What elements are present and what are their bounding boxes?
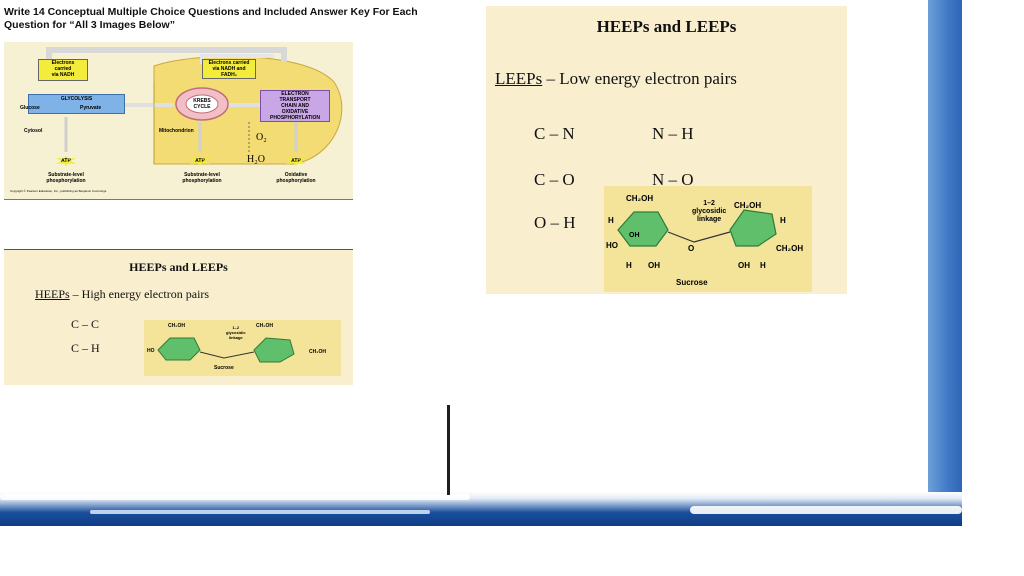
atp-burst: ATP	[286, 156, 306, 166]
desktop-glow	[690, 506, 962, 514]
sucrose-name: Sucrose	[676, 278, 708, 287]
diagram-drawing	[44, 47, 343, 165]
slide-title: HEEPs and LEEPs	[129, 260, 228, 274]
sucrose-name: Sucrose	[214, 365, 234, 371]
desktop-background-right	[928, 0, 962, 500]
ch2oh-label: CH₂OH	[626, 194, 654, 203]
h-label: H	[608, 216, 614, 225]
copyright-text: Copyright © Pearson Education, Inc., pub…	[10, 189, 108, 193]
bond-label: C – H	[71, 341, 100, 355]
ch2oh-label: CH₂OH	[734, 201, 762, 210]
desktop-glow	[0, 494, 470, 500]
ch2oh-label: CH₂OH	[776, 244, 804, 253]
question-prompt: Write 14 Conceptual Multiple Choice Ques…	[4, 6, 418, 31]
pyruvate-label: Pyruvate	[80, 105, 102, 111]
slide-subtitle: LEEPs – Low energy electron pairs	[495, 69, 737, 88]
leeps-slide: HEEPs and LEEPs LEEPs – Low energy elect…	[486, 6, 847, 294]
h-label: H	[626, 261, 632, 270]
ch2oh-label: CH₂OH	[256, 323, 273, 329]
desktop-glow	[90, 510, 430, 514]
slide-title: HEEPs and LEEPs	[596, 17, 737, 36]
bond-label: N – H	[652, 124, 694, 143]
bond-label: C – N	[534, 124, 575, 143]
window-edge	[447, 405, 450, 495]
bond-label: O – H	[534, 213, 576, 232]
atp-burst: ATP	[190, 156, 210, 166]
slide-subtitle: HEEPs – High energy electron pairs	[35, 287, 210, 301]
ho-label: HO	[147, 348, 155, 354]
bond-label: N – O	[652, 170, 694, 189]
oh-label: OH	[648, 261, 660, 270]
oh-label: OH	[738, 261, 750, 270]
cytosol-label: Cytosol	[24, 128, 43, 134]
o-label: O	[688, 244, 695, 253]
heeps-slide: HEEPs and LEEPs HEEPs – High energy elec…	[4, 249, 353, 385]
ch2oh-label: CH₂OH	[168, 323, 185, 329]
glycolysis-box: GLYCOLYSIS	[28, 94, 125, 114]
h-label: H	[780, 216, 786, 225]
ch2oh-label: CH₂OH	[309, 349, 326, 355]
h-label: H	[760, 261, 766, 270]
oxygen-label: O₂	[256, 132, 267, 143]
ho-label: HO	[606, 241, 618, 250]
water-label: H₂O	[247, 154, 265, 165]
atp-burst: ATP	[56, 156, 76, 166]
bond-label: C – C	[71, 317, 100, 331]
mitochondrion-label: Mitochondrion	[159, 128, 194, 134]
oh-label: OH	[629, 232, 640, 239]
glucose-label: Glucose	[20, 105, 40, 111]
bond-label: C – O	[534, 170, 575, 189]
